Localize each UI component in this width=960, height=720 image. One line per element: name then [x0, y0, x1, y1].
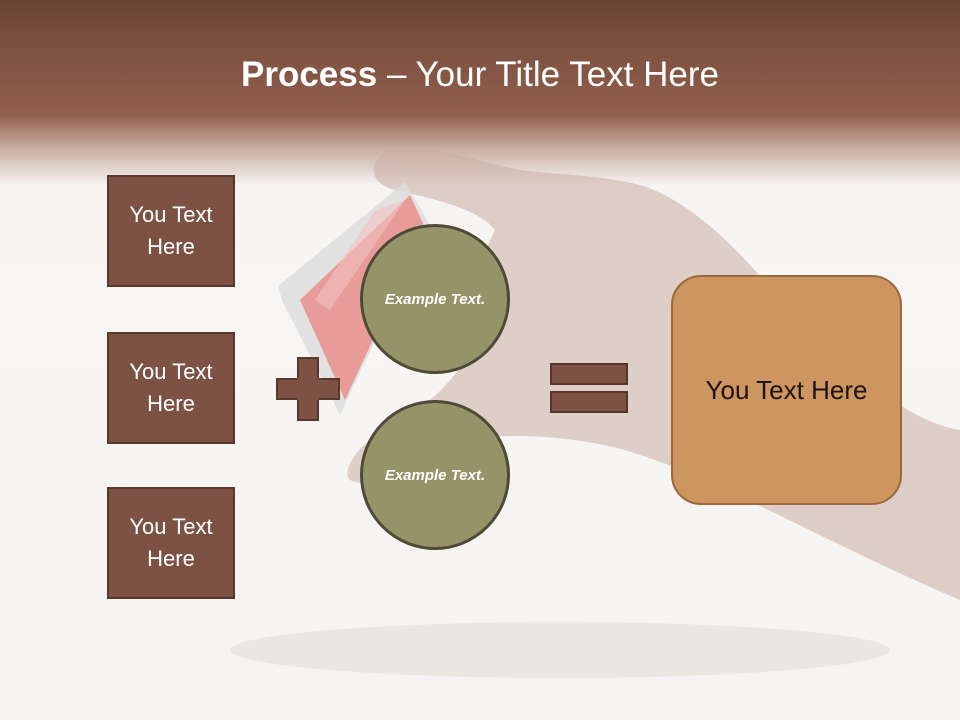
left-box-label: You Text Here — [129, 359, 213, 416]
result-label: You Text Here — [705, 374, 868, 405]
slide-title: Process – Your Title Text Here — [0, 52, 960, 98]
left-box-label: You Text Here — [129, 202, 213, 259]
title-bold: Process — [241, 55, 378, 94]
left-box-3: You Text Here — [107, 487, 235, 599]
circle-label: Example Text. — [384, 290, 486, 308]
left-box-2: You Text Here — [107, 332, 235, 444]
title-rest: – Your Title Text Here — [377, 55, 719, 94]
equals-bar-top — [550, 363, 628, 385]
equals-bar-bottom — [550, 391, 628, 413]
circle-label: Example Text. — [384, 466, 486, 484]
left-box-label: You Text Here — [129, 514, 213, 571]
title-banner — [0, 0, 960, 185]
left-box-1: You Text Here — [107, 175, 235, 287]
example-circle-2: Example Text. — [360, 400, 510, 550]
plus-sign-icon — [276, 357, 340, 421]
result-box: You Text Here — [671, 275, 902, 505]
example-circle-1: Example Text. — [360, 224, 510, 374]
